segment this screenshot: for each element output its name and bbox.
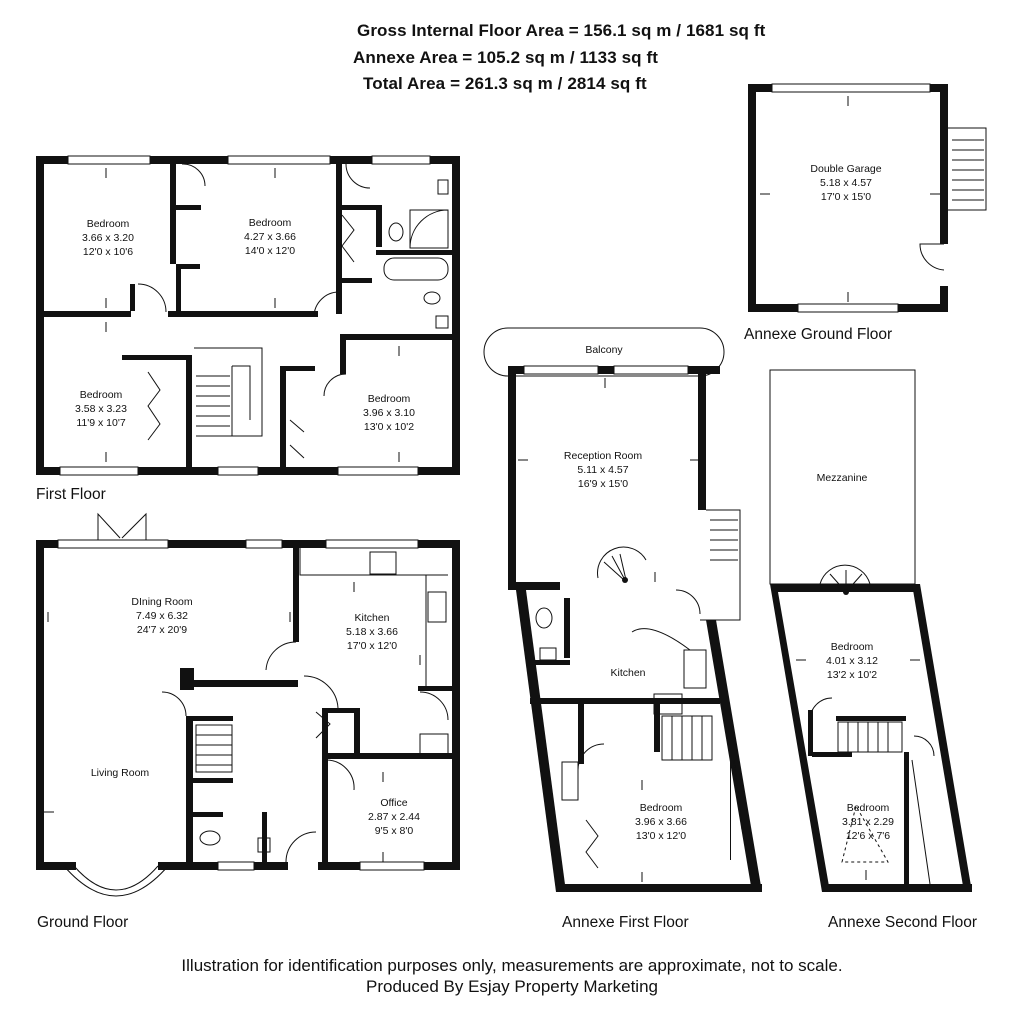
- af-balcony-name: Balcony: [585, 344, 623, 356]
- gf-dining-metric: 7.49 x 6.32: [136, 610, 188, 622]
- af-kitchen-name: Kitchen: [610, 667, 645, 679]
- ff-bedroom1-metric: 3.66 x 3.20: [82, 232, 134, 244]
- gf-kitchen-imperial: 17'0 x 12'0: [347, 640, 397, 652]
- ag-garage-name: Double Garage: [810, 163, 881, 175]
- ground-floor-label: Ground Floor: [37, 914, 129, 931]
- ff-bedroom2-metric: 4.27 x 3.66: [244, 231, 296, 243]
- annexe-area-heading: Annexe Area = 105.2 sq m / 1133 sq ft: [353, 48, 658, 67]
- gf-living-name: Living Room: [91, 767, 150, 779]
- af-reception-metric: 5.11 x 4.57: [577, 464, 628, 476]
- gf-dining-imperial: 24'7 x 20'9: [137, 624, 187, 636]
- first-floor-label: First Floor: [36, 486, 106, 503]
- as-bedroom1-name: Bedroom: [831, 641, 874, 653]
- producer-credit: Produced By Esjay Property Marketing: [366, 977, 658, 996]
- af-bedroom-name: Bedroom: [640, 802, 683, 814]
- ff-bedroom4-metric: 3.96 x 3.10: [363, 407, 415, 419]
- as-mezzanine-name: Mezzanine: [817, 472, 868, 484]
- gf-kitchen-metric: 5.18 x 3.66: [346, 626, 398, 638]
- as-bedroom2-imperial: 12'6 x 7'6: [846, 830, 890, 842]
- af-bedroom-metric: 3.96 x 3.66: [635, 816, 687, 828]
- ff-bedroom2-imperial: 14'0 x 12'0: [245, 245, 295, 257]
- annexe-first-floor-label: Annexe First Floor: [562, 914, 689, 931]
- ff-bedroom3-name: Bedroom: [80, 389, 123, 401]
- gross-area-heading: Gross Internal Floor Area = 156.1 sq m /…: [357, 21, 766, 40]
- as-bedroom1-imperial: 13'2 x 10'2: [827, 669, 877, 681]
- annexe-ground-floor-plan: [748, 83, 987, 313]
- total-area-heading: Total Area = 261.3 sq m / 2814 sq ft: [363, 74, 647, 93]
- ground-floor-plan: [36, 512, 460, 897]
- gf-office-imperial: 9'5 x 8'0: [375, 825, 414, 837]
- ff-bedroom1-imperial: 12'0 x 10'6: [83, 246, 133, 258]
- gf-dining-name: DIning Room: [131, 596, 193, 608]
- gf-kitchen-name: Kitchen: [354, 612, 389, 624]
- ff-bedroom4-imperial: 13'0 x 10'2: [364, 421, 414, 433]
- annexe-second-floor-label: Annexe Second Floor: [828, 914, 978, 931]
- ff-bedroom1-name: Bedroom: [87, 218, 130, 230]
- as-bedroom1-metric: 4.01 x 3.12: [826, 655, 878, 667]
- ag-garage-metric: 5.18 x 4.57: [820, 177, 872, 189]
- as-bedroom2-metric: 3.81 x 2.29: [842, 816, 894, 828]
- first-floor-plan: [36, 155, 460, 476]
- ff-bedroom2-name: Bedroom: [249, 217, 292, 229]
- ff-bedroom3-metric: 3.58 x 3.23: [75, 403, 127, 415]
- af-bedroom-imperial: 13'0 x 12'0: [636, 830, 686, 842]
- gf-office-name: Office: [380, 797, 407, 809]
- annexe-second-floor-plan: [769, 369, 972, 892]
- ff-bedroom4-name: Bedroom: [368, 393, 411, 405]
- annexe-first-floor-plan: [483, 327, 762, 892]
- af-reception-imperial: 16'9 x 15'0: [578, 478, 628, 490]
- ff-bedroom3-imperial: 11'9 x 10'7: [76, 417, 126, 429]
- disclaimer-text: Illustration for identification purposes…: [181, 956, 843, 975]
- annexe-ground-floor-label: Annexe Ground Floor: [744, 326, 893, 343]
- ag-garage-imperial: 17'0 x 15'0: [821, 191, 871, 203]
- af-reception-name: Reception Room: [564, 450, 642, 462]
- as-bedroom2-name: Bedroom: [847, 802, 890, 814]
- gf-office-metric: 2.87 x 2.44: [368, 811, 420, 823]
